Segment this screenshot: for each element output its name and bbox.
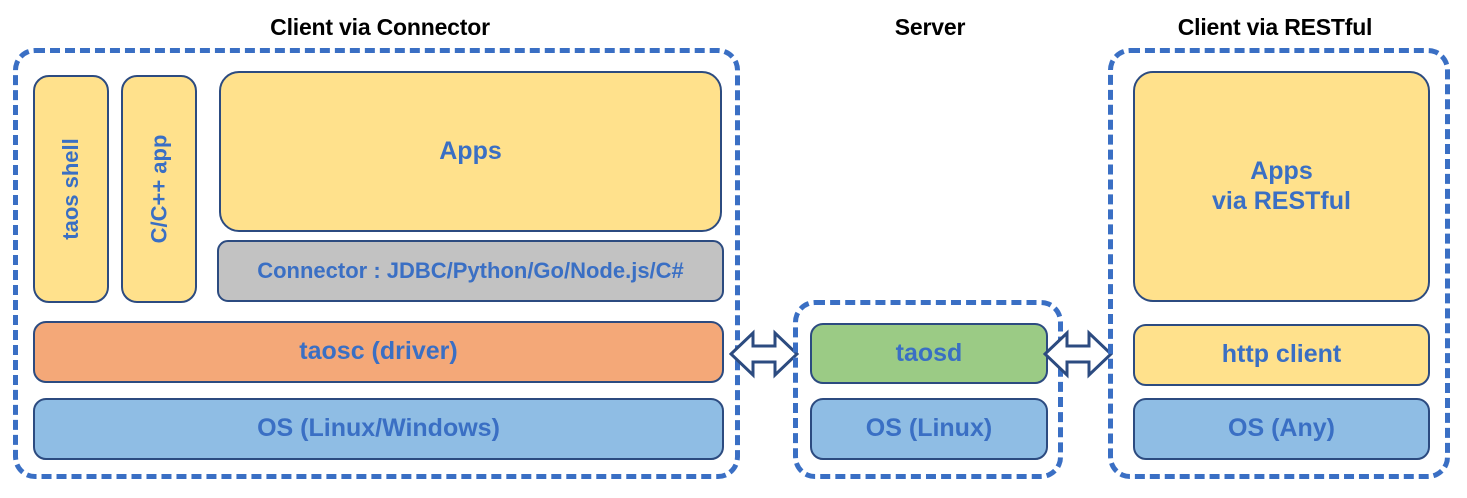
double-headed-arrow-icon-server-restful [1043, 325, 1113, 383]
group-client-via-connector [13, 48, 740, 479]
section-title-server: Server [894, 14, 966, 40]
node-c-cpp-app[interactable]: C/C++ app [121, 75, 197, 303]
node-http-client[interactable]: http client [1133, 324, 1430, 386]
node-apps-via-restful[interactable]: Apps via RESTful [1133, 71, 1430, 302]
node-os-linux-windows-label: OS (Linux/Windows) [257, 414, 500, 443]
node-os-linux-windows[interactable]: OS (Linux/Windows) [33, 398, 724, 460]
node-taos-shell[interactable]: taos shell [33, 75, 109, 303]
node-os-linux[interactable]: OS (Linux) [810, 398, 1048, 460]
node-os-any[interactable]: OS (Any) [1133, 398, 1430, 460]
node-apps-label: Apps [439, 136, 502, 165]
node-c-cpp-app-label: C/C++ app [146, 134, 172, 244]
node-connector-libraries[interactable]: Connector : JDBC/Python/Go/Node.js/C# [217, 240, 724, 302]
node-apps[interactable]: Apps [219, 71, 722, 232]
node-taos-shell-label: taos shell [58, 138, 84, 240]
node-connector-libraries-label: Connector : JDBC/Python/Go/Node.js/C# [257, 258, 684, 284]
section-title-client-via-connector: Client via Connector [270, 14, 490, 40]
group-server [793, 300, 1063, 479]
node-taosc-driver-label: taosc (driver) [299, 337, 458, 366]
group-client-via-restful [1108, 48, 1450, 479]
node-taosc-driver[interactable]: taosc (driver) [33, 321, 724, 383]
double-headed-arrow-icon-client-server [729, 325, 799, 383]
node-taosd[interactable]: taosd [810, 323, 1048, 384]
section-title-client-via-restful: Client via RESTful [1177, 14, 1373, 40]
node-apps-via-restful-label-line2: via RESTful [1212, 186, 1351, 215]
node-http-client-label: http client [1221, 340, 1342, 369]
node-apps-via-restful-label-line1: Apps [1250, 157, 1313, 185]
node-os-linux-label: OS (Linux) [865, 414, 993, 443]
node-taosd-label: taosd [895, 338, 963, 367]
node-os-any-label: OS (Any) [1228, 414, 1335, 443]
